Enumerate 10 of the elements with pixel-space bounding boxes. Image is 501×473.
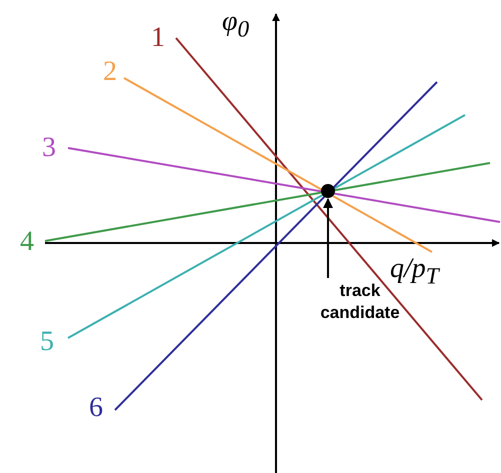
line-number: 2: [103, 58, 117, 86]
line-number: 6: [89, 394, 103, 422]
line-number: 4: [20, 228, 34, 256]
axis-label: φ$_{0}$: [222, 8, 250, 44]
leader-arrow: [323, 198, 333, 278]
line-number: 5: [40, 328, 54, 356]
intersection-dot: [321, 184, 335, 198]
line-number: 3: [42, 134, 56, 162]
line-number: 1: [151, 24, 165, 52]
axis-label: q/p$_{T}$: [390, 255, 439, 291]
